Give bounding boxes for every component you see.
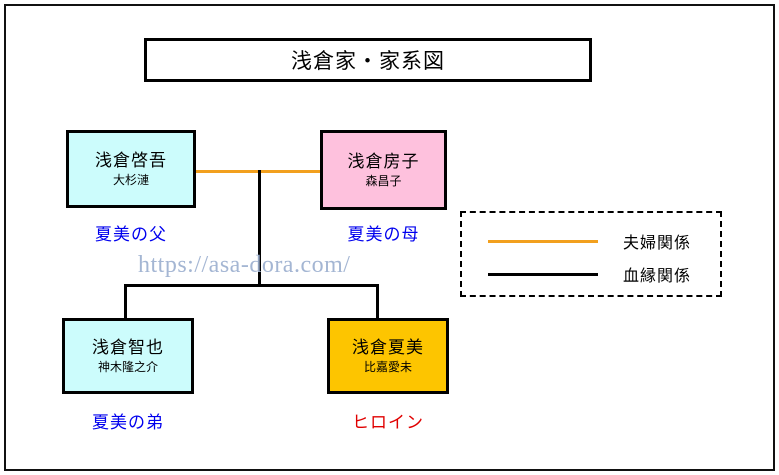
person-caption-brother: 夏美の弟 <box>92 413 164 432</box>
person-actor-heroine: 比嘉愛未 <box>363 360 412 375</box>
legend-swatch-marriage-line <box>488 239 598 243</box>
person-box-father: 浅倉啓吾 大杉漣 <box>66 130 196 208</box>
person-caption-mother: 夏美の母 <box>347 225 420 244</box>
person-actor-mother: 森昌子 <box>365 174 402 189</box>
descent-connector-line <box>258 170 261 287</box>
brother-drop-line <box>124 284 127 320</box>
legend-label-marriage: 夫婦関係 <box>623 235 692 252</box>
legend-box: 夫婦関係 血縁関係 <box>460 211 722 297</box>
person-caption-father: 夏美の父 <box>95 225 167 244</box>
legend-row-blood: 血縁関係 <box>462 260 720 288</box>
person-name-father: 浅倉啓吾 <box>95 150 167 170</box>
person-name-mother: 浅倉房子 <box>347 151 420 171</box>
person-box-brother: 浅倉智也 神木隆之介 <box>62 318 194 394</box>
person-box-mother: 浅倉房子 森昌子 <box>320 130 447 210</box>
person-name-heroine: 浅倉夏美 <box>352 337 424 357</box>
legend-swatch-blood-line <box>488 272 598 276</box>
sibling-connector-bar <box>124 284 379 287</box>
person-caption-heroine: ヒロイン <box>352 413 424 432</box>
diagram-title-box: 浅倉家・家系図 <box>144 38 592 82</box>
person-actor-father: 大杉漣 <box>112 173 149 188</box>
legend-row-marriage: 夫婦関係 <box>462 227 720 255</box>
legend-label-blood: 血縁関係 <box>623 268 692 285</box>
site-watermark: https://asa-dora.com/ <box>138 252 351 278</box>
person-name-brother: 浅倉智也 <box>92 337 164 357</box>
diagram-title-text: 浅倉家・家系図 <box>291 50 445 73</box>
person-box-heroine: 浅倉夏美 比嘉愛未 <box>327 318 449 394</box>
person-actor-brother: 神木隆之介 <box>97 360 158 375</box>
diagram-outer-frame <box>4 4 775 471</box>
heroine-drop-line <box>376 284 379 320</box>
